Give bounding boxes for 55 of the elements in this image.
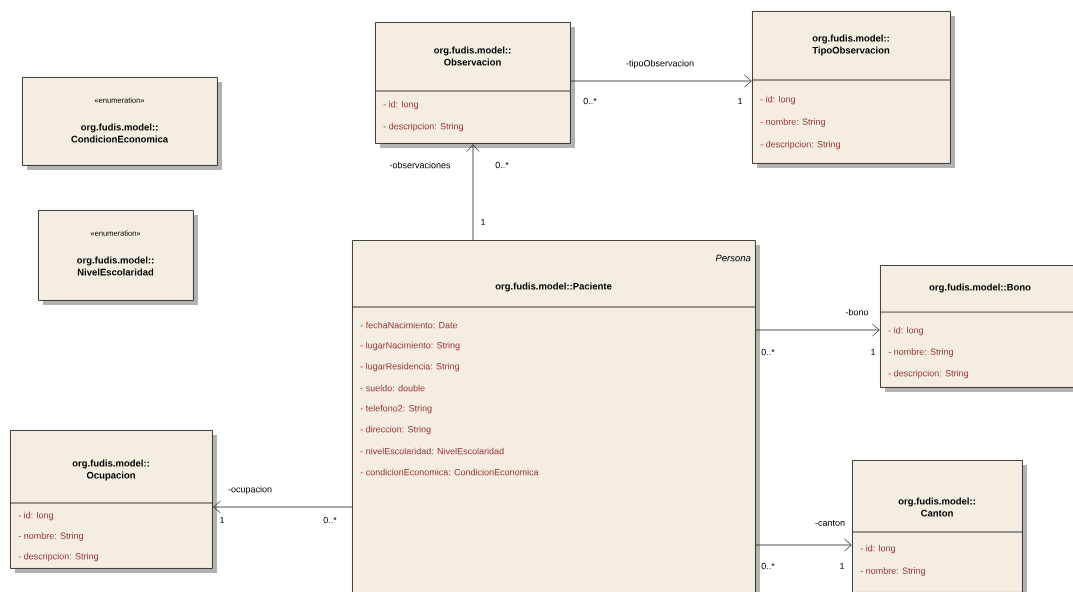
attribute-text: - lugarResidencia: String: [360, 362, 459, 372]
attribute-text: - descripcion: String: [383, 122, 463, 132]
attribute-text: - nombre: String: [860, 567, 925, 576]
attribute-text: - nombre: String: [760, 118, 825, 127]
class-box: [351, 240, 760, 592]
attribute-text: - id: long: [888, 326, 923, 336]
class-name: org.fudis.model:: Canton: [898, 497, 975, 517]
role-label: -tipoObservacion: [626, 59, 694, 69]
class-name: org.fudis.model:: Ocupacion: [72, 459, 149, 481]
multiplicity-label: 1: [481, 218, 486, 226]
association-arrow: [466, 144, 480, 241]
multiplicity-label: 1: [738, 97, 743, 105]
role-label: -ocupacion: [228, 485, 272, 495]
attribute-text: - nombre: String: [888, 348, 953, 357]
class-name: org.fudis.model:: NivelEscolaridad: [77, 256, 154, 276]
attribute-text: - fechaNacimiento: Date: [360, 321, 458, 329]
class-box: [879, 265, 1073, 392]
role-label: -bono: [845, 308, 869, 316]
attribute-text: - id: long: [18, 511, 53, 521]
association-arrow: [213, 500, 353, 514]
attribute-text: - id: long: [860, 544, 895, 554]
class-box: [851, 460, 1027, 592]
attribute-text: - descripcion: String: [760, 140, 840, 150]
class-box: [751, 11, 955, 168]
class-name: org.fudis.model::Paciente: [495, 282, 612, 292]
attribute-text: - direccion: String: [360, 425, 431, 435]
class-box: [22, 77, 222, 170]
class-name: org.fudis.model::Bono: [929, 283, 1031, 293]
class-box: [9, 430, 217, 573]
multiplicity-label: 0..*: [323, 516, 337, 524]
attribute-text: - descripcion: String: [18, 552, 98, 562]
multiplicity-label: 1: [840, 562, 845, 570]
attribute-text: - nombre: String: [18, 532, 83, 541]
attribute-text: - condicionEconomica: CondicionEconomica: [360, 468, 539, 476]
association-arrow: [755, 538, 852, 552]
parent-class-label: Persona: [715, 254, 751, 262]
attribute-text: - id: long: [383, 100, 418, 110]
class-name: org.fudis.model:: TipoObservacion: [812, 34, 890, 56]
multiplicity-label: 1: [871, 348, 876, 356]
attribute-text: - sueldo: double: [360, 384, 425, 392]
multiplicity-label: 0..*: [583, 97, 597, 105]
role-label: -observaciones: [389, 161, 451, 169]
attribute-text: - lugarNacimiento: String: [360, 341, 460, 351]
class-box: [374, 22, 575, 148]
association-arrow: [755, 323, 880, 337]
attribute-text: - descripcion: String: [888, 369, 968, 379]
class-name: org.fudis.model:: CondicionEconomica: [71, 123, 169, 143]
role-label: -canton: [815, 520, 845, 526]
association-arrow: [570, 74, 752, 88]
attribute-text: - id: long: [760, 95, 795, 105]
class-box: [38, 210, 198, 305]
class-name: org.fudis.model:: Observacion: [434, 46, 511, 66]
attribute-text: - nivelEscolaridad: NivelEscolaridad: [360, 447, 504, 455]
attribute-text: - telefono2: String: [360, 404, 432, 414]
multiplicity-label: 0..*: [495, 161, 509, 169]
